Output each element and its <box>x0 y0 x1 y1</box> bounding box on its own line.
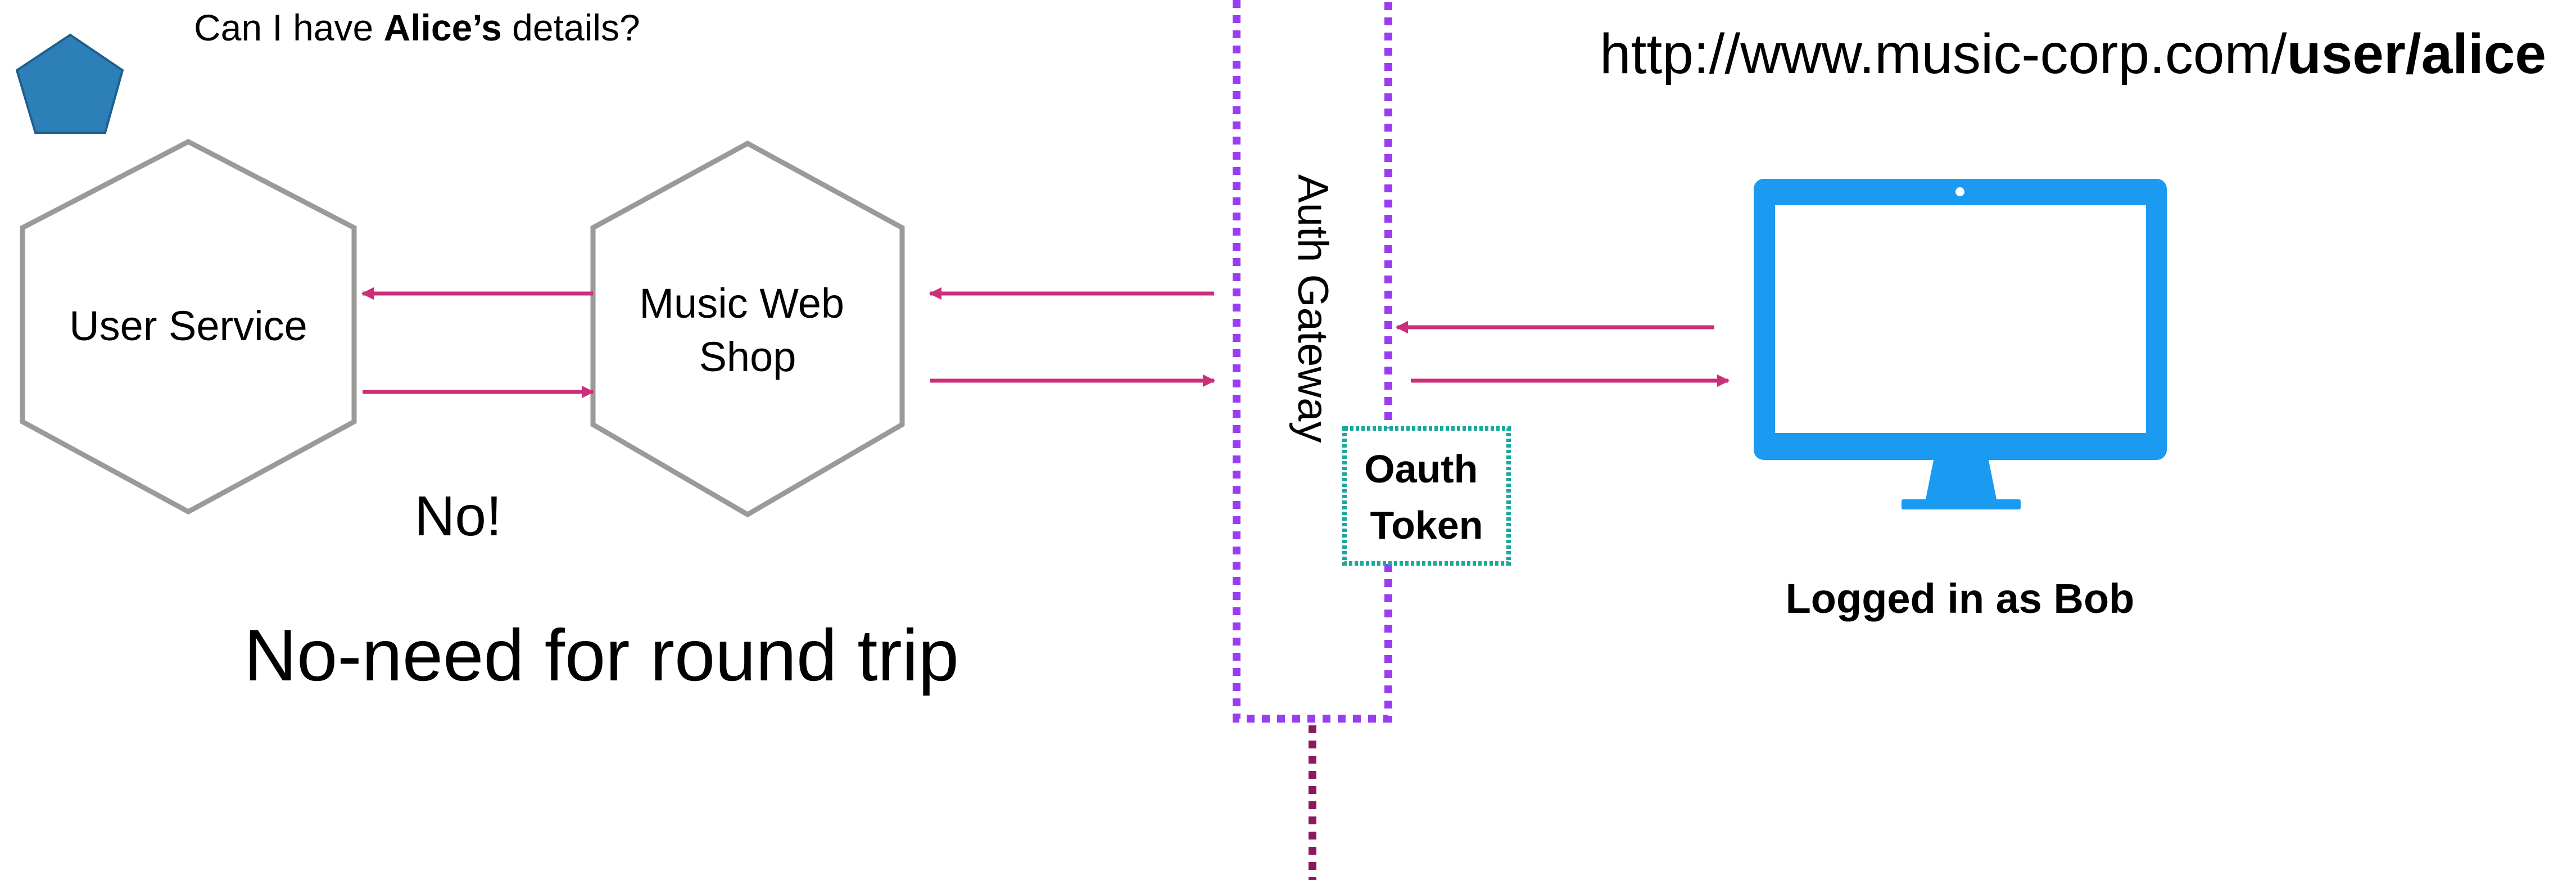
url-text: http://www.music-corp.com/user/alice <box>1600 22 2546 85</box>
user-service-label: User Service <box>69 303 307 349</box>
auth-gateway-label: Auth Gateway <box>1289 174 1337 443</box>
pentagon-icon <box>15 33 124 134</box>
auth-gateway-border <box>1233 0 1392 723</box>
user-service-hexagon <box>20 138 357 515</box>
caption-text: No-need for round trip <box>244 614 959 696</box>
music-web-shop-node: Music Web Shop <box>590 140 905 518</box>
logged-in-label: Logged in as Bob <box>1786 575 2135 622</box>
oauth-token-label: Oauth Token <box>1364 447 1489 547</box>
oauth-token: Oauth Token <box>1342 426 1511 566</box>
monitor-icon <box>1754 179 2167 509</box>
music-web-shop-hexagon <box>590 140 905 518</box>
user-service-node: User Service <box>20 138 357 515</box>
music-web-shop-label: Music Web Shop <box>639 280 855 380</box>
oauth-token-border <box>1342 426 1511 566</box>
question-text: Can I have Alice’s details? <box>194 7 640 48</box>
auth-gateway: Auth Gateway <box>1233 0 1392 723</box>
answer-text: No! <box>414 485 502 548</box>
